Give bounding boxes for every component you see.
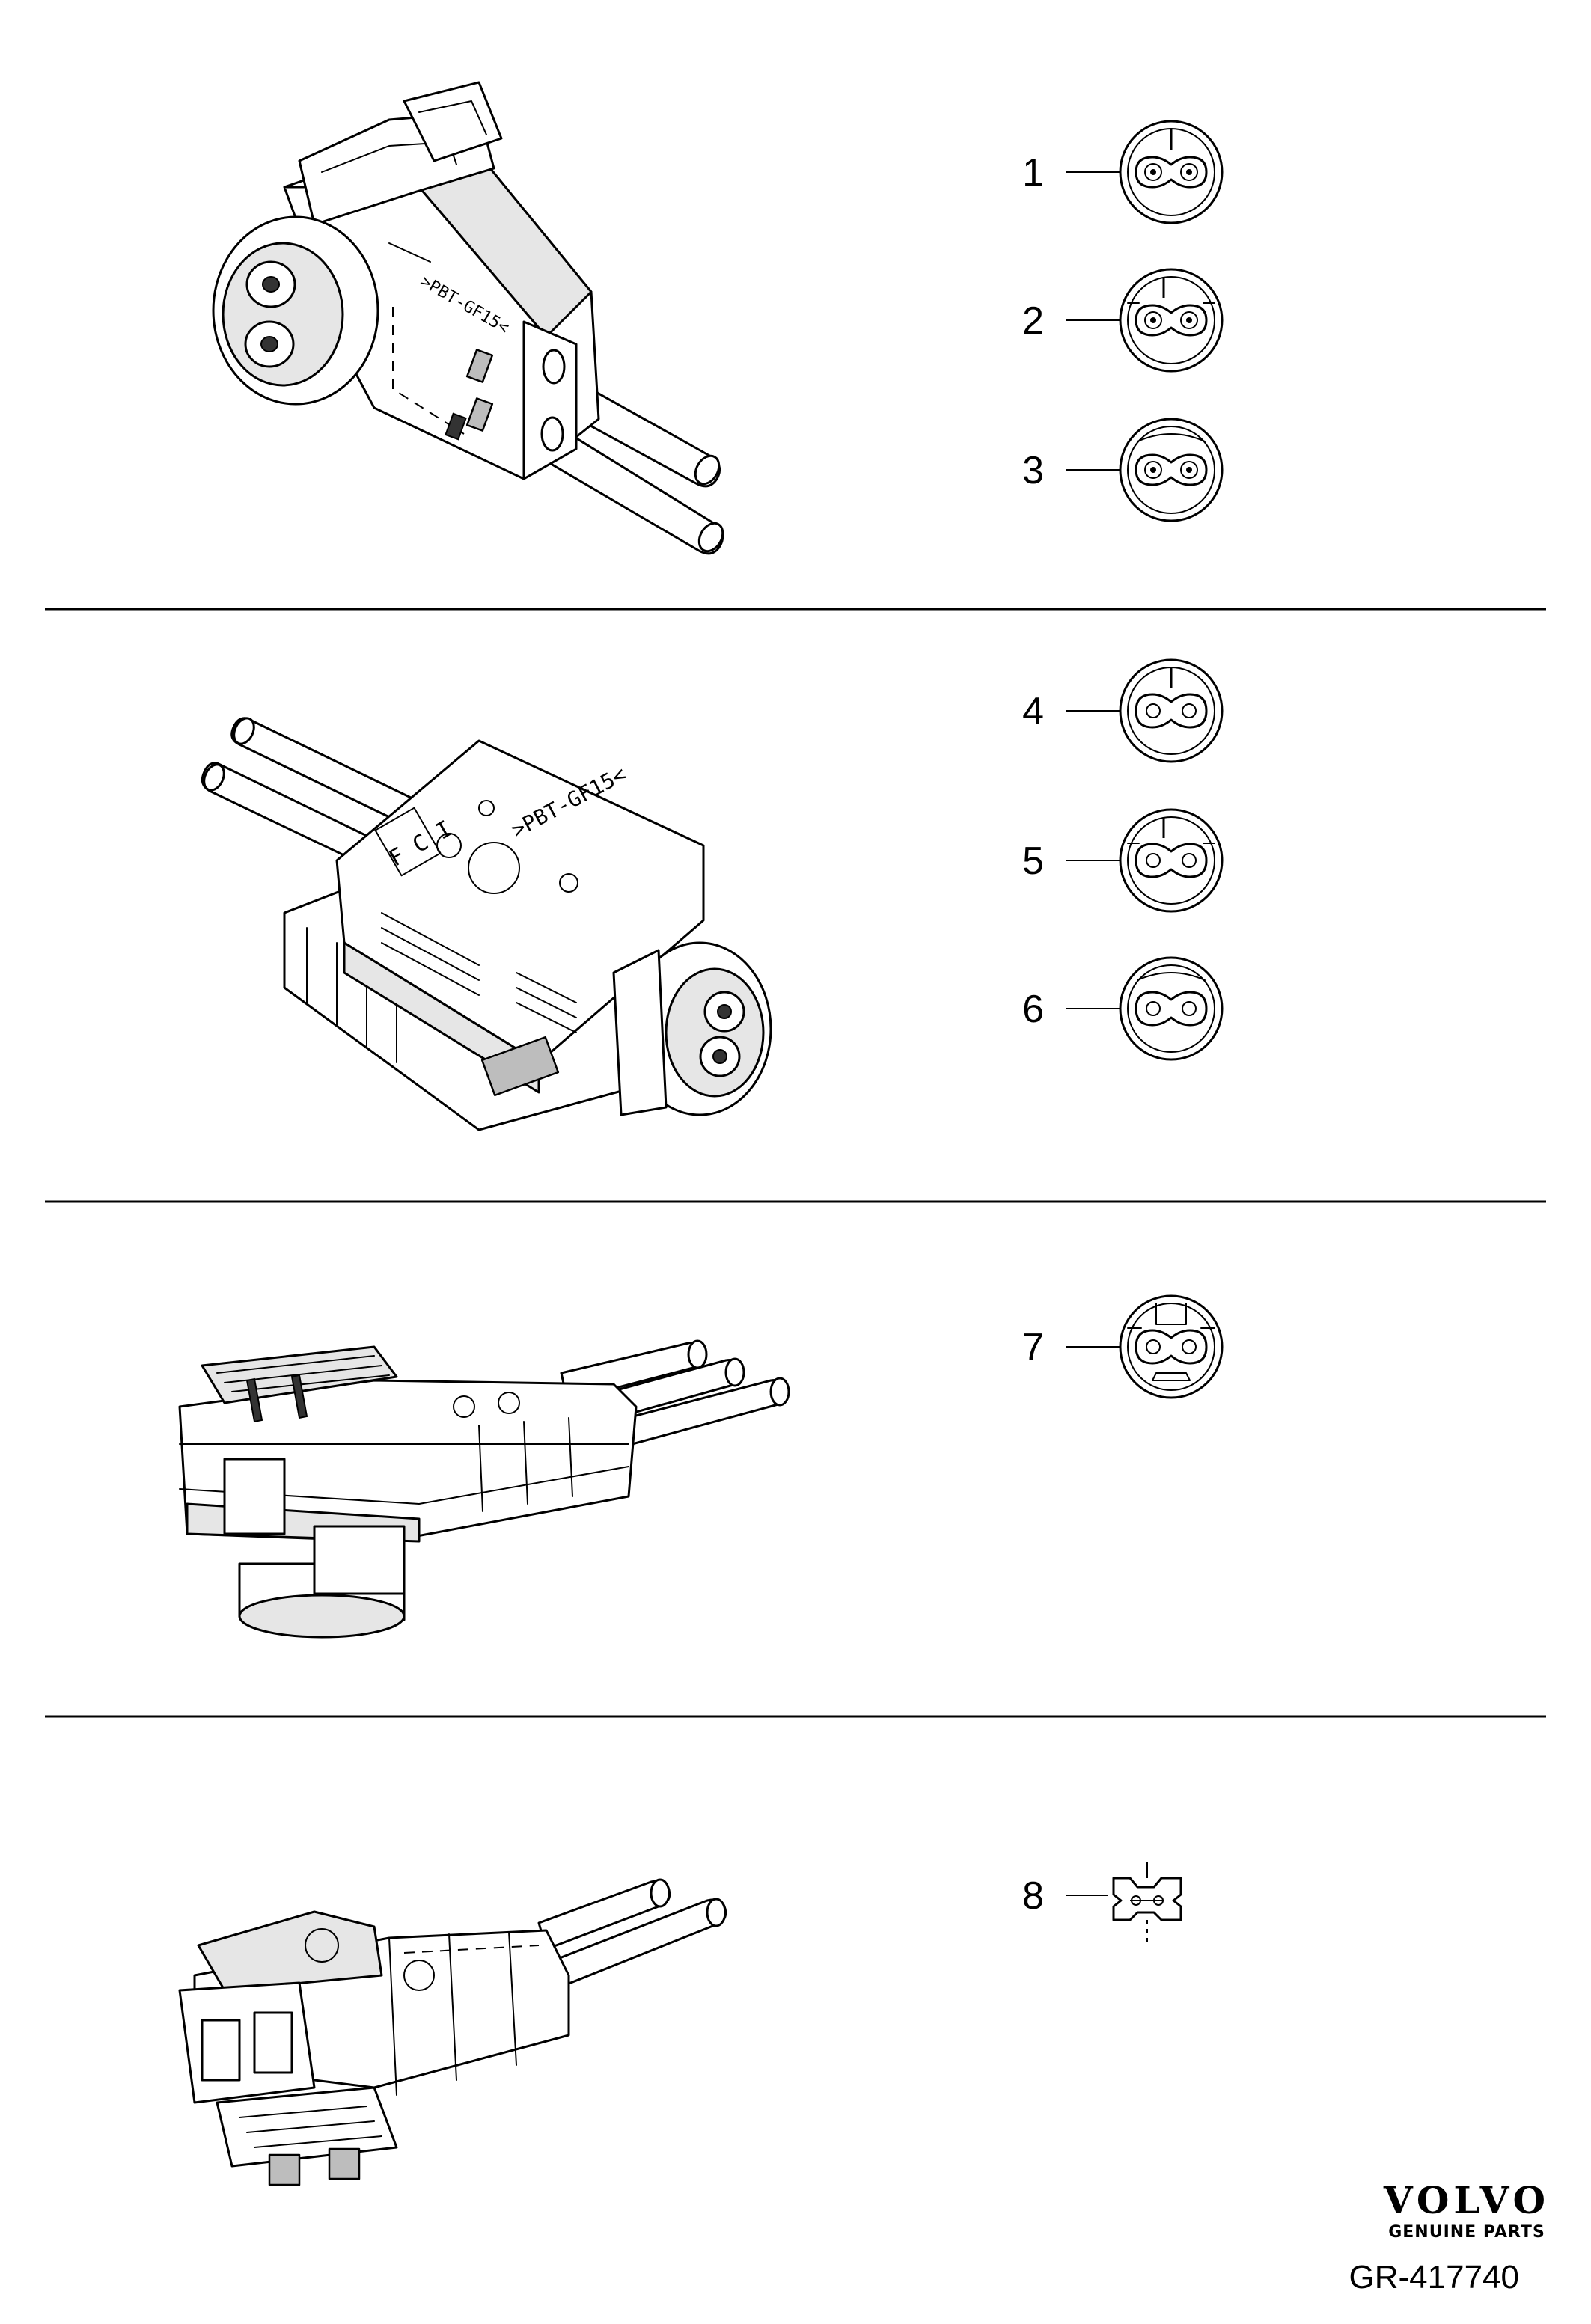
terminal-view-5: 5 (1022, 808, 1224, 913)
connector-a-illustration: >PBT-GF15< (212, 81, 724, 555)
terminal-view-1: 1 (1022, 120, 1224, 224)
callout-6: 6 (1022, 988, 1044, 1031)
callout-3: 3 (1022, 449, 1044, 492)
terminal-view-2: 2 (1022, 268, 1224, 373)
callout-4: 4 (1022, 690, 1044, 733)
reference-number: GR-417740 (1349, 2259, 1519, 2296)
callout-7: 7 (1022, 1326, 1044, 1369)
brand-name: VOLVO (1383, 2178, 1550, 2222)
callout-2: 2 (1022, 299, 1044, 343)
terminal-view-3: 3 (1022, 418, 1224, 522)
terminal-view-4: 4 (1022, 658, 1224, 763)
callout-1: 1 (1022, 151, 1044, 195)
callout-8: 8 (1022, 1874, 1044, 1918)
terminal-view-6: 6 (1022, 956, 1224, 1061)
terminal-view-7: 7 (1022, 1294, 1224, 1399)
brand-tagline: GENUINE PARTS (1388, 2223, 1545, 2242)
volvo-logo: VOLVO GENUINE PARTS (1383, 2178, 1550, 2242)
terminal-view-8: 8 (1022, 1862, 1182, 1945)
callout-5: 5 (1022, 840, 1044, 883)
connector-d-illustration (178, 1878, 727, 2186)
connector-b-illustration: F C I >PBT-GF15< (201, 717, 772, 1131)
connector-c-illustration (178, 1339, 790, 1639)
